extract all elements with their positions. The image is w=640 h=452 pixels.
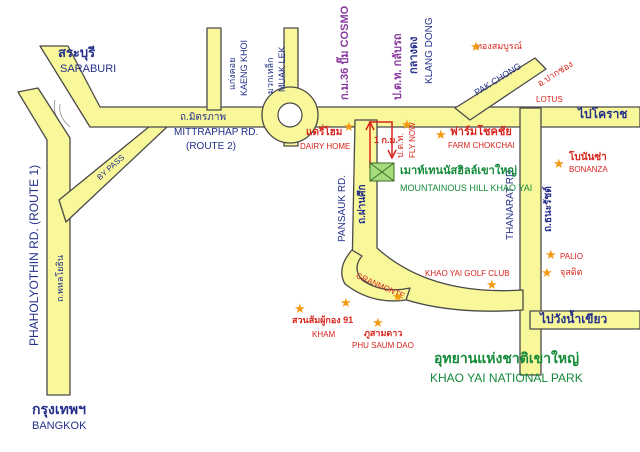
bypass-road — [58, 125, 169, 223]
resort-marker — [369, 162, 395, 182]
muak-lek-label: MUAK LEK — [277, 46, 287, 92]
route-2-label: (ROUTE 2) — [186, 141, 236, 152]
phu-saum-dao-label: PHU SAUM DAO — [352, 341, 414, 350]
pansauk-label: PANSAUK RD. — [337, 174, 348, 242]
phu-saum-dao-thai-label: ภูสามดาว — [364, 328, 403, 338]
to-korat-label: ไปโคราช — [578, 107, 628, 121]
kham-label: KHAM — [312, 330, 336, 339]
dairy-home-thai-label: แดรี่โฮม — [306, 127, 343, 138]
bangkok-thai-label: กรุงเทพฯ — [32, 401, 86, 417]
star-icon: ★ — [294, 301, 306, 316]
star-icon: ★ — [401, 117, 413, 132]
muak-lek-thai-label: มวกเหล็ก — [265, 57, 275, 94]
mittraphap-thai-label: ถ.มิตรภาพ — [180, 112, 227, 123]
thanarat-thai-label: ถ.ธนะรัชต์ — [543, 186, 554, 232]
to-wang-nam-khiao-label: ไปวังน้ำเขียว — [540, 312, 608, 326]
resort-label: MOUNTAINOUS HILL KHAO YAI — [400, 183, 533, 193]
farm-chokchai-thai-label: ฟาร์มโชคชัย — [450, 126, 512, 138]
wang-nam-khiao-road — [529, 310, 640, 330]
klang-dong-label: KLANG DONG — [424, 17, 435, 84]
bangkok-label: BANGKOK — [32, 420, 87, 432]
mittraphap-road — [39, 45, 640, 128]
kham-thai-label: สวนส้มผู้กอง 91 — [292, 315, 354, 325]
km36-cosmo-label: ก.ม.36 ปั๊ม COSMO — [339, 5, 351, 100]
palio-label: PALIO — [560, 252, 583, 261]
dairy-home-label: DAIRY HOME — [300, 142, 351, 151]
mittraphap-label: MITTRAPHAP RD. — [174, 127, 259, 138]
star-icon: ★ — [372, 315, 384, 330]
star-icon: ★ — [545, 247, 557, 262]
phaholyothin-thai-label: ถ.พหลโยธิน — [55, 254, 65, 302]
star-icon: ★ — [340, 295, 352, 310]
resort-thai-label: เมาท์เทนนัสฮิลล์เขาใหญ่ — [400, 165, 517, 177]
star-icon: ★ — [470, 39, 482, 54]
granmonte-loop — [341, 249, 411, 302]
farm-chokchai-label: FARM CHOKCHAI — [448, 141, 515, 150]
lotus-label: LOTUS — [536, 95, 563, 104]
star-icon: ★ — [486, 277, 498, 292]
one-km-label: 1 ก.ม. — [374, 135, 398, 145]
thanarat-road — [519, 107, 542, 376]
saraburi-label: SARABURI — [60, 63, 117, 75]
star-icon: ★ — [553, 156, 565, 171]
klang-dong-thai-label: กลางดง — [408, 36, 420, 74]
saraburi-thai-label: สระบุรี — [58, 45, 96, 60]
thanarat-label: THANARAT RD. — [505, 167, 516, 240]
pansauk-thai-label: ถ.ผ่านศึก — [357, 184, 368, 224]
kaeng-khoi-road — [206, 27, 222, 111]
star-icon: ★ — [435, 127, 447, 142]
park-label: KHAO YAI NATIONAL PARK — [430, 371, 583, 385]
pak-chong-road — [454, 57, 547, 121]
bonanza-label: BONANZA — [569, 165, 608, 174]
jusdit-label: จุสดิต — [560, 267, 583, 277]
bonanza-thai-label: โบนันซ่า — [569, 152, 607, 163]
route-arrows — [365, 120, 397, 168]
kaeng-khoi-label: KAENG KHOI — [239, 39, 249, 96]
thong-somboon-label: ทองสมบูรณ์ — [476, 41, 523, 51]
kaeng-khoi-thai-label: แก่งคอย — [227, 57, 237, 90]
golf-club-label: KHAO YAI GOLF CLUB — [425, 269, 510, 278]
park-thai-label: อุทยานแห่งชาติเขาใหญ่ — [434, 350, 580, 366]
phaholyothin-road — [17, 87, 71, 396]
star-icon: ★ — [541, 265, 553, 280]
star-icon: ★ — [392, 289, 404, 304]
fly-now-thai-label: ป.ต.ท. — [395, 133, 405, 158]
phaholyothin-label: PHAHOLYOTHIN RD. (ROUTE 1) — [27, 164, 41, 346]
star-icon: ★ — [343, 119, 355, 134]
klang-dong-uturn-label: ป.ต.ท. กลับรถ — [392, 33, 404, 100]
